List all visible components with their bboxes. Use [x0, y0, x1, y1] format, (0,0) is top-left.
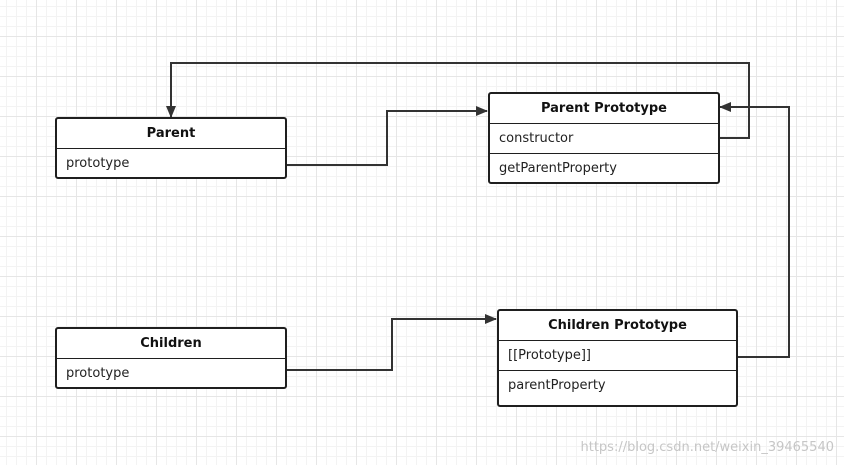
- watermark-text: https://blog.csdn.net/weixin_39465540: [580, 440, 834, 455]
- children-prototype-box-title: Children Prototype: [499, 311, 736, 341]
- parent-box-title: Parent: [57, 119, 285, 149]
- children-box[interactable]: Children prototype: [55, 327, 287, 389]
- arrow-children-prototype-to-children-prototype-box: [287, 314, 497, 371]
- parent-prototype-field: prototype: [66, 156, 130, 171]
- parent-prototype-box-title: Parent Prototype: [490, 94, 718, 124]
- arrow-constructor-to-parent: [166, 62, 750, 139]
- parent-prototype-box[interactable]: Parent Prototype constructor getParentPr…: [488, 92, 720, 184]
- arrow-proto-link-to-parent-prototype: [719, 102, 790, 358]
- children-box-title: Children: [57, 329, 285, 359]
- parent-property-field: parentProperty: [499, 370, 736, 400]
- constructor-field: constructor: [499, 131, 574, 146]
- get-parent-property-field: getParentProperty: [490, 153, 718, 182]
- parent-box[interactable]: Parent prototype: [55, 117, 287, 179]
- arrow-parent-prototype-to-parent-prototype-box: [287, 106, 488, 166]
- proto-link-field: [[Prototype]]: [508, 348, 592, 363]
- children-prototype-box[interactable]: Children Prototype [[Prototype]] parentP…: [497, 309, 738, 407]
- children-prototype-field: prototype: [66, 366, 130, 381]
